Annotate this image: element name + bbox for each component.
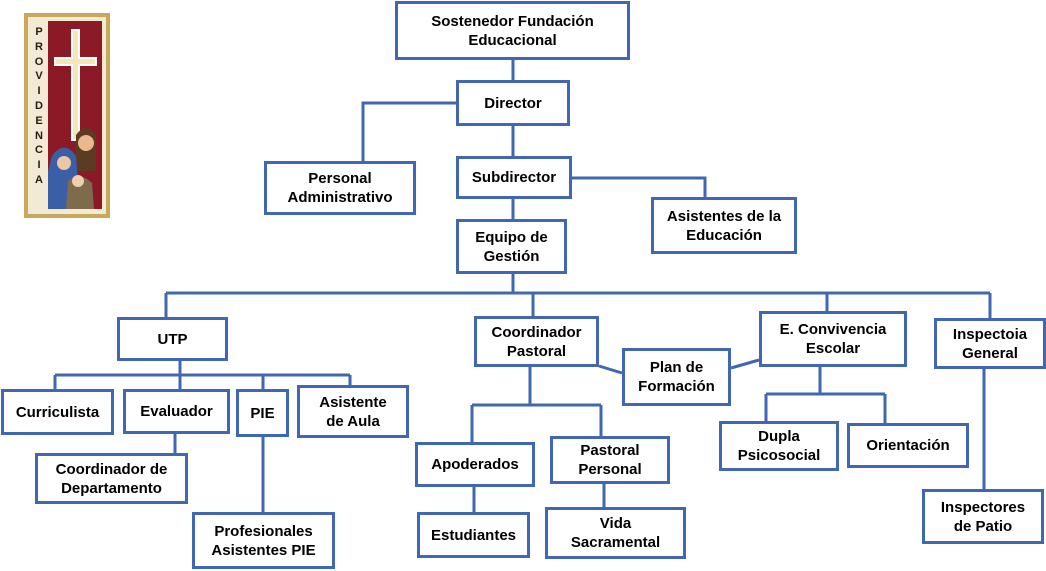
connector-line [598, 364, 623, 375]
node-curriculista: Curriculista [1, 389, 114, 435]
node-director: Director [456, 80, 570, 126]
logo-letter: C [35, 144, 43, 157]
logo-red-panel [48, 21, 102, 209]
node-subdirector: Subdirector [456, 156, 572, 199]
node-orientacion: Orientación [847, 423, 969, 468]
node-dupla-psicosocial: Dupla Psicosocial [719, 421, 839, 471]
node-profesionales-pie: Profesionales Asistentes PIE [192, 512, 335, 569]
node-pie: PIE [236, 389, 289, 437]
logo-letter: N [35, 129, 43, 142]
node-personal-administrativo: Personal Administrativo [264, 161, 416, 215]
node-inspectores-patio: Inspectores de Patio [922, 489, 1044, 544]
node-estudiantes: Estudiantes [417, 512, 530, 558]
node-coordinador-pastoral: Coordinador Pastoral [474, 316, 599, 367]
node-plan-formacion: Plan de Formación [622, 348, 731, 406]
node-utp: UTP [117, 317, 228, 361]
node-coordinador-departamento: Coordinador de Departamento [35, 453, 188, 504]
logo-letter: O [34, 55, 44, 68]
node-convivencia-escolar: E. Convivencia Escolar [759, 311, 907, 367]
logo-letter: A [35, 173, 43, 186]
cross-icon [48, 29, 97, 209]
node-vida-sacramental: Vida Sacramental [545, 507, 686, 559]
node-equipo-gestion: Equipo de Gestión [456, 219, 567, 274]
node-apoderados: Apoderados [415, 442, 535, 487]
logo-letter: E [35, 114, 43, 127]
connector-line [572, 176, 707, 197]
logo-lettering: P R O V I D E N C I A [32, 25, 46, 188]
connector-line [361, 101, 456, 161]
logo-letter: I [37, 159, 41, 172]
node-evaluador: Evaluador [123, 389, 230, 434]
logo-letter: V [35, 70, 43, 83]
node-asistentes-educacion: Asistentes de la Educación [651, 197, 797, 254]
node-sostenedor: Sostenedor Fundación Educacional [395, 1, 630, 60]
logo-letter: I [37, 85, 41, 98]
connector-line [730, 358, 760, 370]
logo-letter: P [35, 26, 43, 38]
logo-letter: D [35, 99, 43, 112]
node-pastoral-personal: Pastoral Personal [550, 436, 670, 484]
logo-letter: R [35, 40, 43, 53]
providencia-logo: P R O V I D E N C I A [24, 13, 110, 218]
node-asistente-aula: Asistente de Aula [297, 385, 409, 438]
node-inspectoria-general: Inspectoia General [934, 318, 1046, 369]
